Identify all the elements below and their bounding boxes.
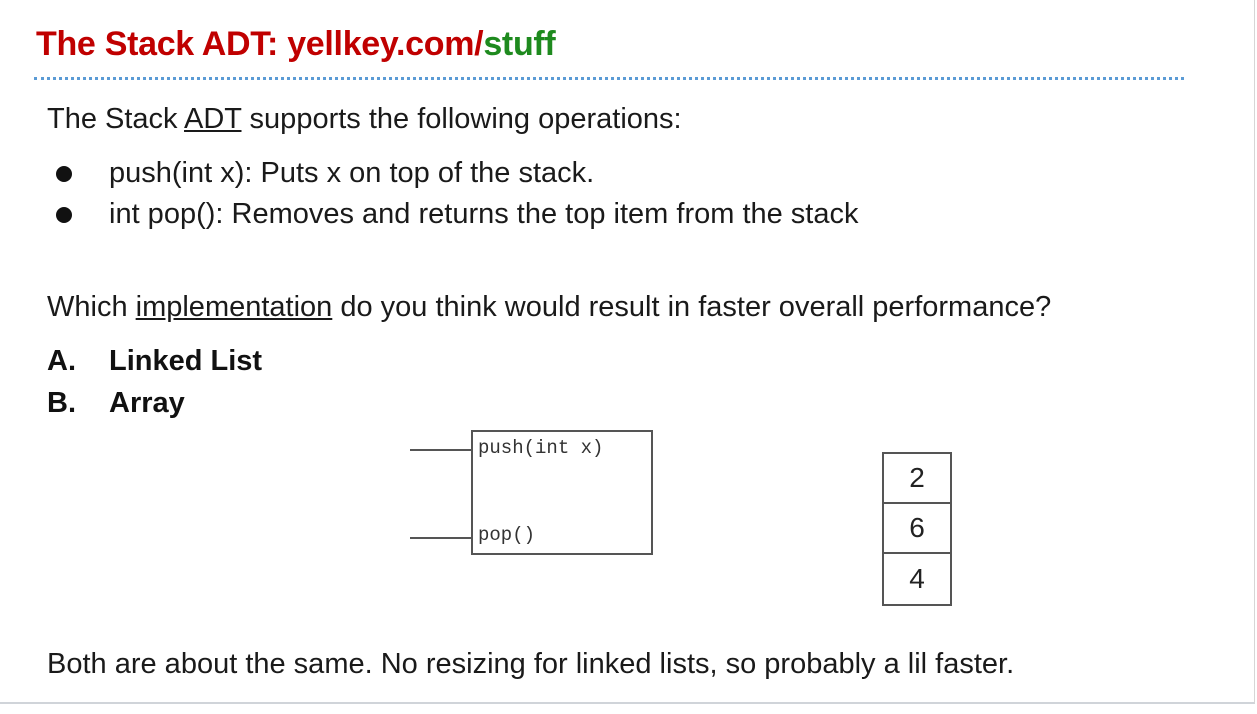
option-a-text: Linked List — [109, 345, 263, 377]
question-before: Which — [47, 291, 136, 323]
stack-diagram: 2 6 4 — [882, 452, 952, 606]
method-pop-label: pop() — [478, 524, 536, 546]
question-text: Which implementation do you think would … — [47, 288, 1051, 326]
title-divider — [34, 77, 1184, 80]
option-a-letter: A. — [47, 345, 76, 377]
pop-connector-line — [410, 537, 471, 539]
title-prefix: The Stack ADT: — [36, 25, 288, 63]
intro-before: The Stack — [47, 103, 185, 135]
intro-after: supports the following operations: — [241, 103, 682, 135]
title-link: yellkey.com/ — [287, 25, 484, 63]
bullet-dot-icon — [56, 166, 72, 182]
slide-title: The Stack ADT: yellkey.com/stuff — [36, 20, 556, 68]
intro-term-adt: ADT — [184, 103, 242, 135]
stack-cell: 4 — [909, 563, 925, 594]
stack-cell: 6 — [884, 504, 950, 554]
question-term-implementation: implementation — [135, 291, 333, 323]
intro-text: The Stack ADT supports the following ope… — [47, 100, 682, 138]
option-b-letter: B. — [47, 387, 76, 419]
push-connector-line — [410, 449, 471, 451]
option-b-text: Array — [109, 387, 185, 419]
stack-interface-box: push(int x) pop() — [471, 430, 653, 555]
title-link-path: stuff — [483, 25, 556, 63]
operation-push: push(int x): Puts x on top of the stack. — [109, 157, 595, 189]
method-push-label: push(int x) — [478, 437, 604, 459]
bullet-dot-icon — [56, 207, 72, 223]
question-after: do you think would result in faster over… — [332, 291, 1052, 323]
stack-cell: 2 — [884, 454, 950, 504]
answer-text: Both are about the same. No resizing for… — [47, 648, 1015, 680]
operation-pop: int pop(): Removes and returns the top i… — [109, 198, 859, 230]
